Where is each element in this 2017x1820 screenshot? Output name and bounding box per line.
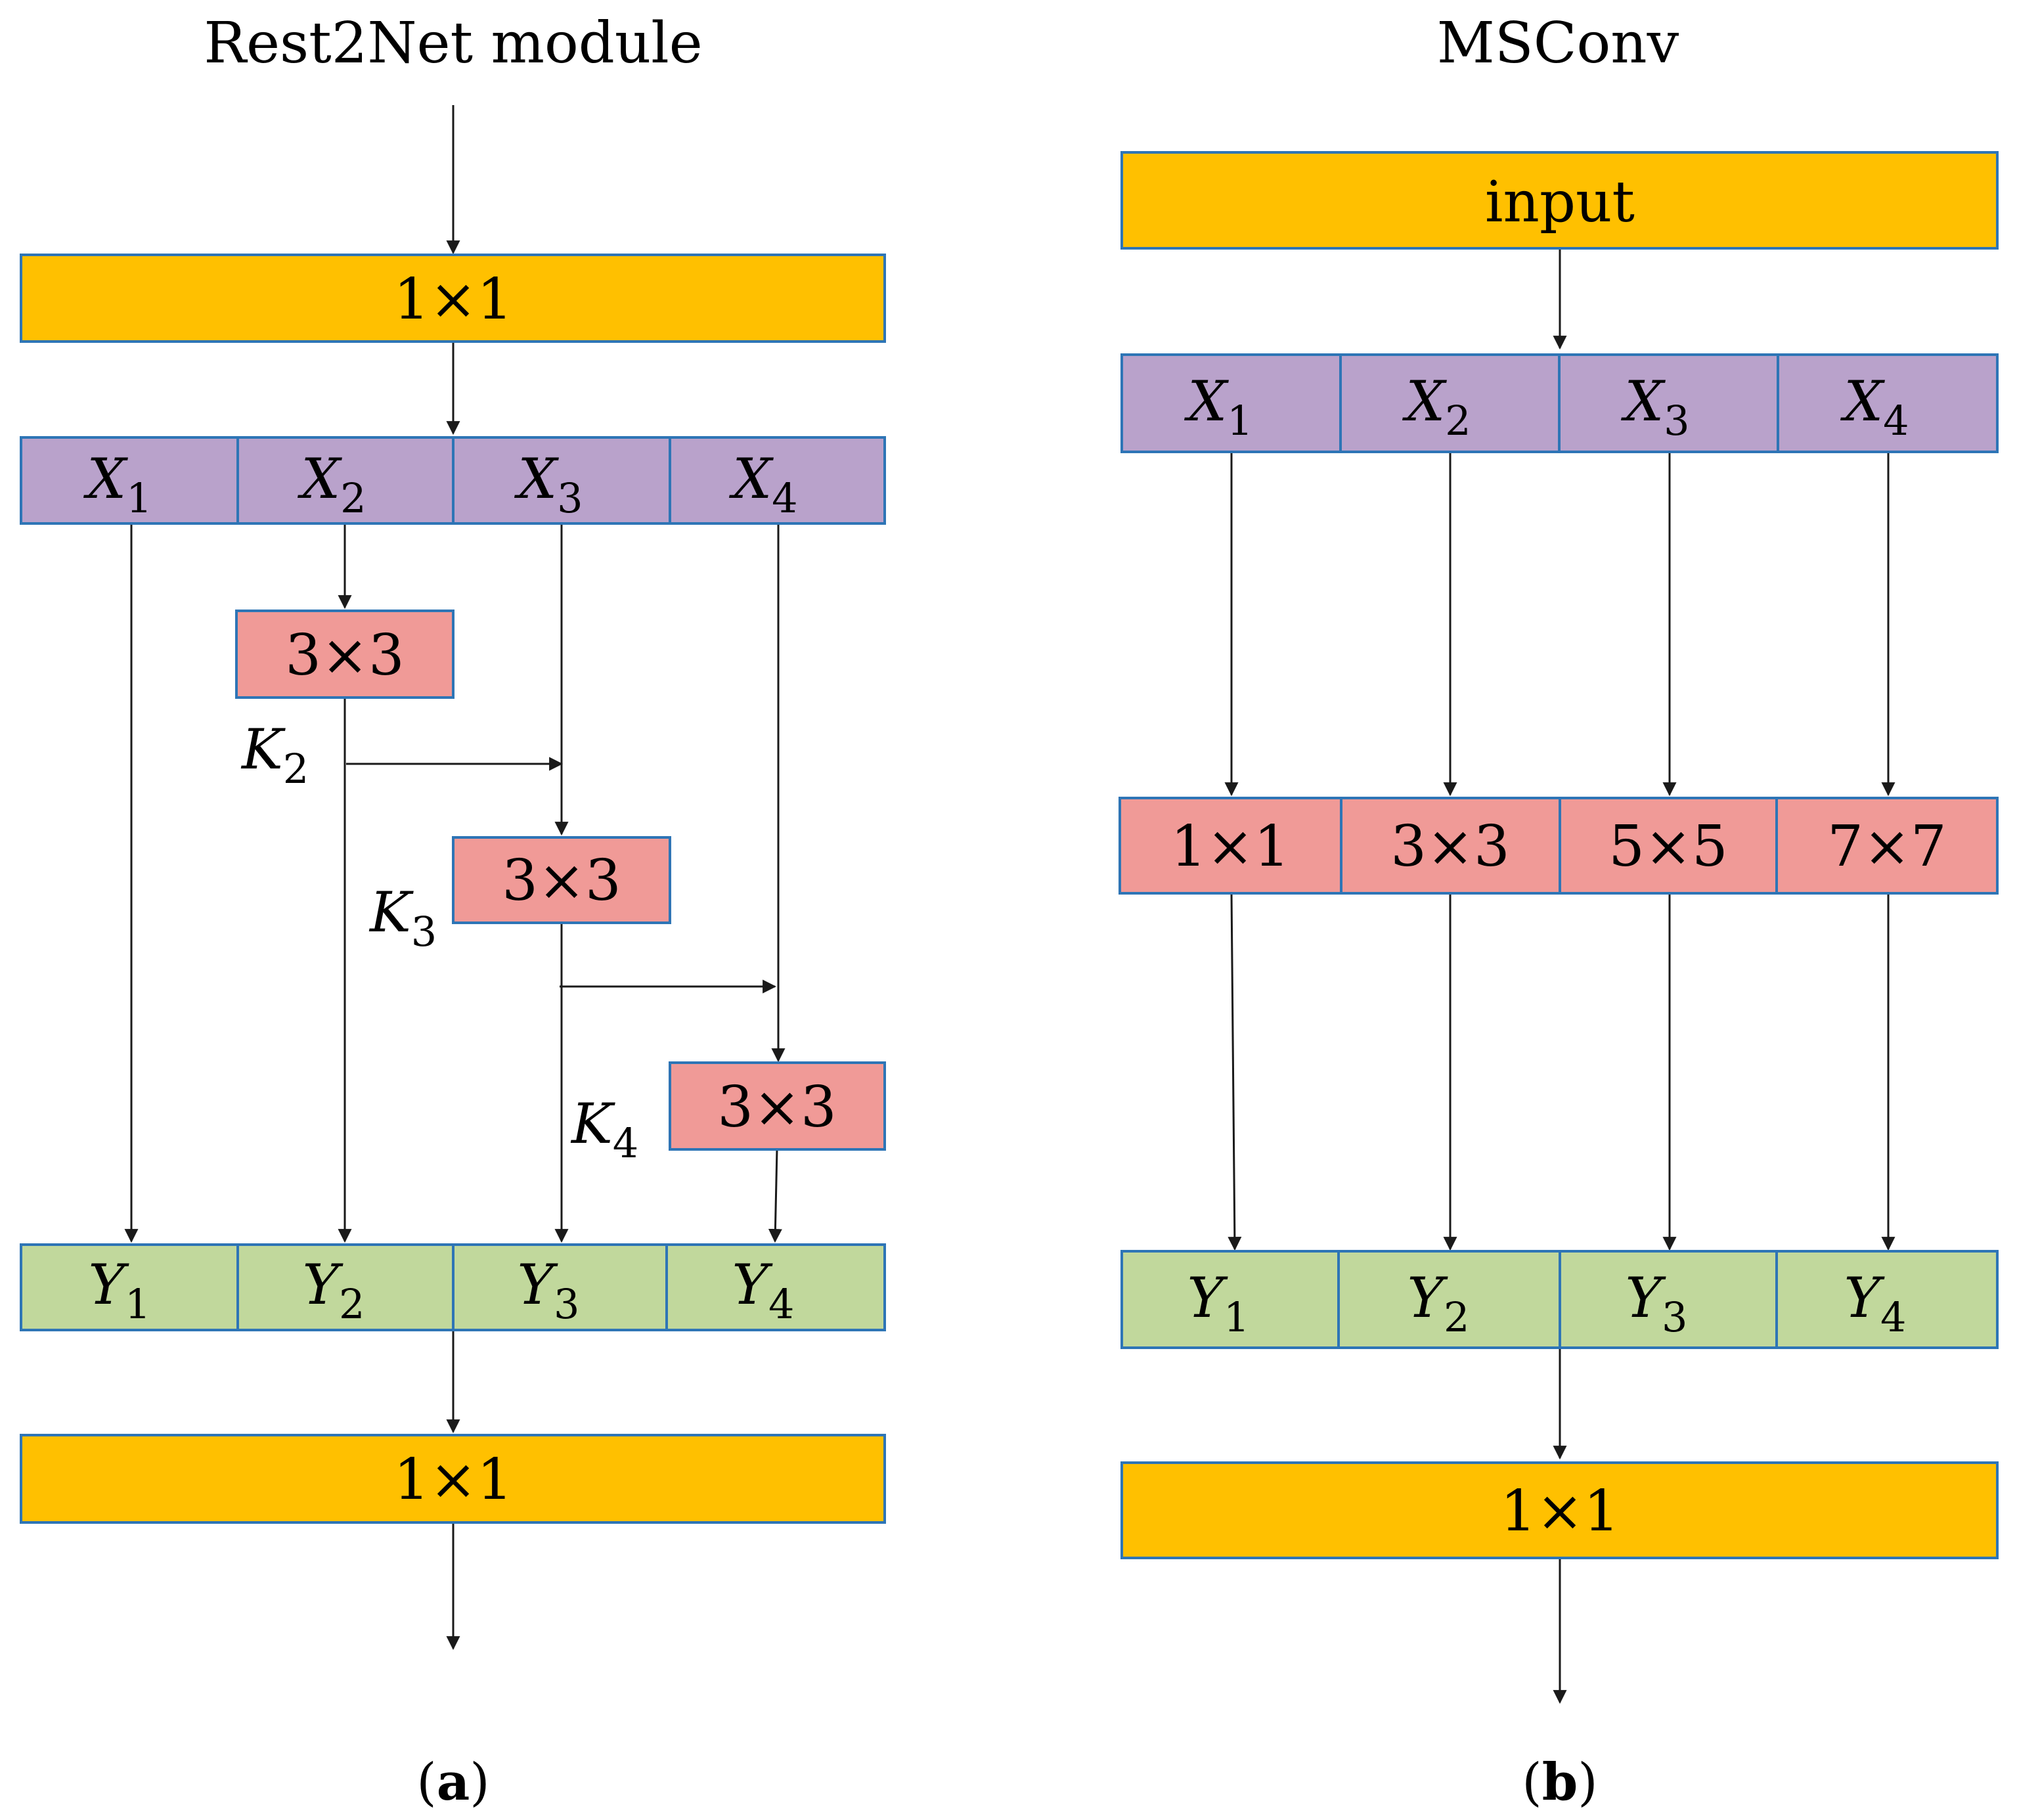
svg-text:1×1: 1×1 (393, 1447, 513, 1513)
conv-b-1x1: 1×1 (1170, 814, 1290, 879)
conv-row-b: 1×1 3×3 5×5 7×7 (1119, 797, 1999, 895)
split-b-x4: X4 (1840, 369, 1909, 445)
kernel-label-k4: K4 (570, 1092, 638, 1167)
conv-b-5x5: 5×5 (1608, 814, 1728, 879)
conv-3x3-k3: 3×3 (452, 836, 671, 924)
split-b-x2: X2 (1402, 369, 1471, 445)
conv-1x1-bottom-b: 1×1 (1120, 1461, 1999, 1559)
svg-text:3×3: 3×3 (285, 623, 405, 688)
split-a-x2: X2 (297, 447, 366, 522)
split-b-x3: X3 (1620, 369, 1689, 445)
conv-1x1-top-a-label: 1×1 (393, 267, 513, 332)
split-a-x1: X1 (83, 447, 152, 522)
split-b-x1: X1 (1184, 369, 1252, 445)
output-row-a: Y1 Y2 Y3 Y4 (20, 1243, 886, 1331)
panel-b: MSConv input X1 X2 X3 X4 (1119, 11, 1999, 1812)
output-b-y3: Y3 (1626, 1266, 1688, 1341)
output-a-y4: Y4 (732, 1253, 795, 1328)
svg-text:1×1: 1×1 (1500, 1478, 1620, 1544)
split-row-a: X1 X2 X3 X4 (20, 436, 886, 525)
kernel-label-k2: K2 (240, 717, 309, 793)
caption-a: (a) (416, 1752, 489, 1812)
output-b-y1: Y1 (1187, 1266, 1250, 1341)
conv-1x1-bottom-a: 1×1 (20, 1434, 886, 1524)
split-a-x4: X4 (728, 447, 797, 522)
output-b-y2: Y2 (1407, 1266, 1470, 1341)
panel-b-title: MSConv (1437, 11, 1679, 76)
panel-a-title: Rest2Net module (204, 11, 702, 76)
conv-1x1-top-a: 1×1 (20, 254, 886, 343)
output-a-y3: Y3 (518, 1253, 580, 1328)
svg-text:3×3: 3×3 (502, 848, 621, 914)
output-row-b: Y1 Y2 Y3 Y4 (1120, 1250, 1999, 1349)
split-row-b: X1 X2 X3 X4 (1120, 353, 1999, 453)
output-a-y2: Y2 (303, 1253, 365, 1328)
conv-3x3-k2: 3×3 (235, 610, 454, 699)
input-block-b-label: input (1485, 169, 1635, 235)
input-block-b: input (1120, 151, 1999, 250)
edge-a-conv3-to-y4 (768, 1149, 782, 1243)
panel-a: Rest2Net module 1×1 X1 X2 X3 X4 (20, 11, 886, 1812)
conv-b-7x7: 7×7 (1827, 814, 1947, 879)
output-b-y4: Y4 (1844, 1266, 1907, 1341)
conv-b-3x3: 3×3 (1390, 814, 1510, 879)
edge-b-conv1-to-y1 (1228, 893, 1242, 1251)
conv-3x3-k4: 3×3 (669, 1061, 886, 1151)
split-a-x3: X3 (514, 447, 583, 522)
svg-text:3×3: 3×3 (717, 1075, 837, 1140)
kernel-label-k3: K3 (368, 880, 437, 956)
caption-b: (b) (1522, 1752, 1597, 1812)
output-a-y1: Y1 (89, 1253, 151, 1328)
